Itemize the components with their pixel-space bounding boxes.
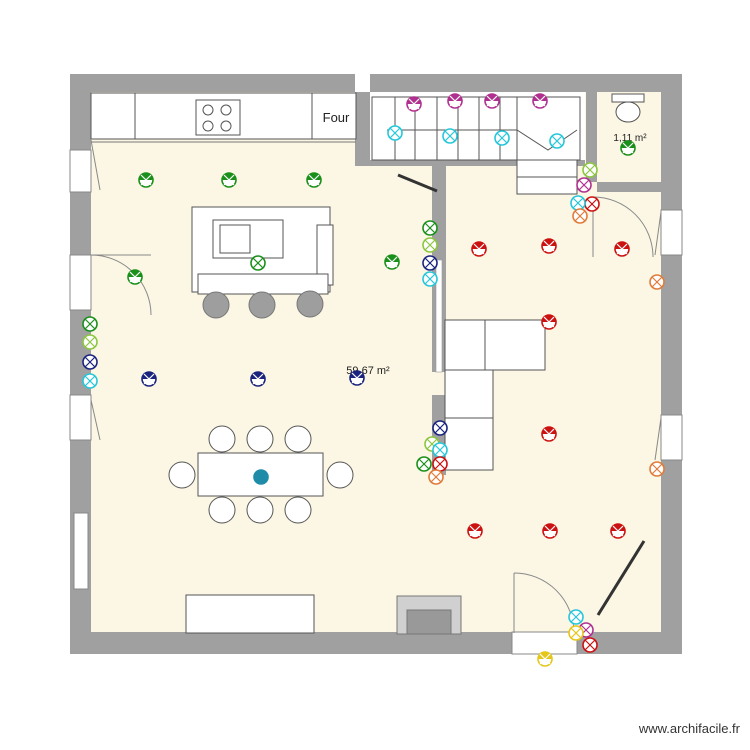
outlet-icon <box>82 334 98 350</box>
kitchen-wall-segment <box>355 92 370 162</box>
outlet-icon <box>432 442 448 458</box>
wc-area-label: 1,11 m² <box>613 133 647 144</box>
light-point-icon <box>541 426 557 442</box>
outlet-icon <box>582 162 598 178</box>
window-left-low <box>69 394 92 441</box>
outlet-icon <box>428 469 444 485</box>
outlet-icon <box>82 316 98 332</box>
windows <box>69 149 683 655</box>
cable-run-icon <box>397 173 438 193</box>
outlet-icon <box>416 456 432 472</box>
light-point-icon <box>349 370 365 386</box>
watermark: www.archifacile.fr <box>638 721 740 736</box>
outlet-icon <box>387 125 403 141</box>
outlet-icon <box>570 195 586 211</box>
light-point-icon <box>532 93 548 109</box>
wc-bottom-wall <box>597 182 661 192</box>
outlet-icon <box>649 461 665 477</box>
outlet-icon <box>82 373 98 389</box>
light-point-icon <box>542 523 558 539</box>
outlet-icon <box>568 609 584 625</box>
window-front-door <box>511 631 578 655</box>
light-point-icon <box>541 238 557 254</box>
light-point-icon <box>221 172 237 188</box>
window-fireplace <box>397 632 462 654</box>
light-point-icon <box>620 140 636 156</box>
fireplace <box>396 595 462 635</box>
cooktop <box>195 99 241 136</box>
stool <box>248 291 276 319</box>
wc <box>611 93 645 123</box>
light-point-icon <box>138 172 154 188</box>
outlet-icon <box>549 133 565 149</box>
stool <box>296 290 324 318</box>
sofa <box>444 319 546 471</box>
outlet-icon <box>82 354 98 370</box>
light-point-icon <box>127 269 143 285</box>
oven-label: Four <box>323 110 350 125</box>
window-right-top <box>660 209 683 256</box>
dining-set <box>168 425 354 634</box>
partition-thin <box>435 259 443 373</box>
kitchen-island <box>191 206 334 319</box>
outlet-icon <box>578 622 594 638</box>
outlet-icon <box>432 420 448 436</box>
outlet-icon <box>572 208 588 224</box>
light-point-icon <box>537 651 553 667</box>
light-point-icon <box>610 523 626 539</box>
window-left-top <box>69 149 92 193</box>
outlet-icon <box>582 637 598 653</box>
outlet-icon <box>442 128 458 144</box>
light-point-icon <box>384 254 400 270</box>
light-point-icon <box>306 172 322 188</box>
outlet-icon <box>253 469 269 485</box>
light-point-icon <box>250 371 266 387</box>
outlet-icon <box>422 220 438 236</box>
oven <box>311 92 357 140</box>
window-left-mid <box>69 254 92 311</box>
window-left-bottom <box>73 512 89 590</box>
light-point-icon <box>614 241 630 257</box>
light-point-icon <box>141 371 157 387</box>
stair-bottom-wall <box>355 160 585 166</box>
outlet-icon <box>422 271 438 287</box>
light-point-icon <box>471 241 487 257</box>
outlet-icon <box>432 456 448 472</box>
stool <box>202 291 230 319</box>
light-point-icon <box>406 96 422 112</box>
kitchen-counter <box>90 92 357 143</box>
outlet-icon <box>422 255 438 271</box>
outlet-icon <box>649 274 665 290</box>
outlet-icon <box>494 130 510 146</box>
electrical-symbols <box>82 93 665 667</box>
cable-run-icon <box>596 540 646 616</box>
stair-notch <box>355 74 370 92</box>
window-right-low <box>660 414 683 461</box>
outlet-icon <box>576 177 592 193</box>
light-point-icon <box>447 93 463 109</box>
outlet-icon <box>422 237 438 253</box>
outlet-icon <box>250 255 266 271</box>
light-point-icon <box>467 523 483 539</box>
light-point-icon <box>541 314 557 330</box>
staircase <box>371 96 581 195</box>
outlet-icon <box>568 625 584 641</box>
wc-left-wall <box>586 92 597 182</box>
light-point-icon <box>484 93 500 109</box>
outlet-icon <box>584 196 600 212</box>
